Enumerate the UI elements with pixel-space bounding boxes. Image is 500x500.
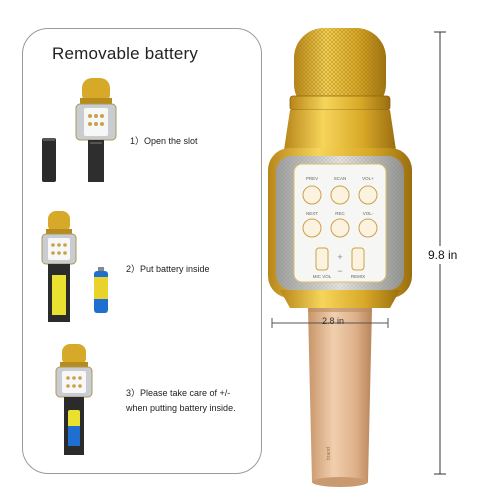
mic-handle [308, 308, 372, 486]
prev-button [302, 185, 322, 205]
width-label: 2.8 in [322, 316, 345, 326]
step-1-text: 1）Open the slot [130, 136, 198, 146]
width-dimension [271, 318, 389, 328]
next-button [302, 218, 322, 238]
next-label: NEXT [306, 211, 318, 216]
step-2-text: 2）Put battery inside [126, 264, 210, 274]
rec-button [330, 218, 350, 238]
rec-label: REC [335, 211, 345, 216]
vol-up-label: VOL+ [362, 176, 374, 181]
step2-figure [41, 211, 108, 322]
scan-button [330, 185, 350, 205]
remix-slider [351, 247, 365, 271]
vol-down-button [358, 218, 378, 238]
svg-text:−: − [337, 266, 342, 276]
vol-down-label: VOL- [363, 211, 374, 216]
grille-ring [289, 95, 391, 111]
main-microphone: + − PREV SCAN VOL+ NEXT REC VOL- MIC VOL… [268, 28, 412, 487]
height-label: 9.8 in [428, 246, 458, 264]
instruction-panel [22, 28, 262, 474]
mic-head [82, 78, 110, 104]
mic-vol-label: MIC VOL [313, 274, 332, 279]
step-3-text: 3）Please take care of +/- when putting b… [126, 388, 236, 413]
step1-figure [42, 78, 117, 182]
svg-text:+: + [337, 252, 342, 262]
brand-mark: brand [326, 447, 332, 460]
prev-label: PREV [306, 176, 318, 181]
panel-title: Removable battery [52, 44, 199, 63]
remix-label: REMIX [351, 274, 365, 279]
scan-label: SCAN [334, 176, 347, 181]
vol-up-button [358, 185, 378, 205]
open-handle [88, 140, 104, 182]
mic-vol-slider [315, 247, 329, 271]
step3-figure [55, 344, 93, 455]
detached-handle [42, 138, 56, 182]
